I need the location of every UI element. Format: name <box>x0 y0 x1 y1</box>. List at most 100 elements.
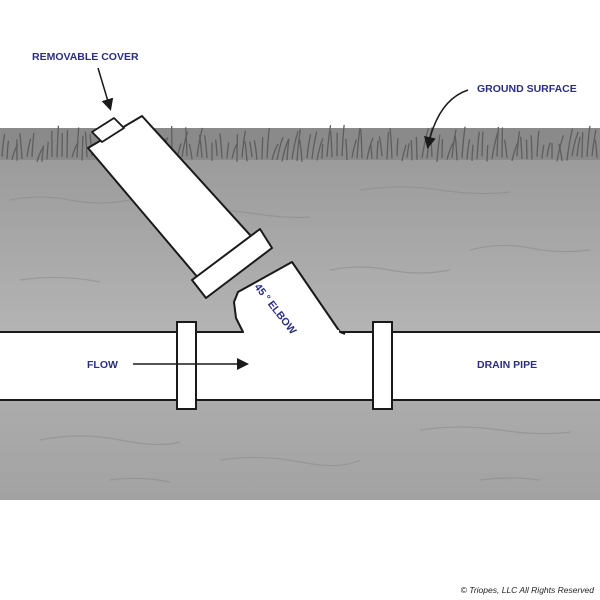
grass-blade <box>1 133 6 157</box>
grass-blade <box>530 135 533 160</box>
grass-blade <box>330 130 333 158</box>
grass-blade <box>486 144 489 162</box>
grass-blade <box>366 137 374 160</box>
grass-blade <box>311 131 318 160</box>
grass-blade <box>299 139 303 162</box>
grass-blade <box>41 145 45 162</box>
grass-blade <box>525 139 528 160</box>
removable-cover-cap <box>91 117 125 143</box>
grass-blade <box>196 127 204 157</box>
grass-blade <box>461 126 466 159</box>
grass-blade <box>81 135 84 161</box>
grass-blade <box>546 142 551 157</box>
grass-blade <box>451 129 457 158</box>
grass-blade <box>281 138 290 162</box>
grass-blade <box>226 142 230 159</box>
grass-blade <box>321 143 324 159</box>
grass-blade <box>271 143 279 161</box>
grass-blade <box>471 144 474 161</box>
grass-blade <box>306 134 312 159</box>
grass-blade <box>219 133 223 159</box>
grass-blade <box>360 129 363 159</box>
grass-blade <box>6 140 10 160</box>
grass-blade <box>266 128 270 159</box>
grass-blade <box>581 132 584 158</box>
grass-blade <box>378 136 383 157</box>
grass-blade <box>591 129 597 157</box>
grass-blade <box>231 144 238 159</box>
grass-blade <box>351 139 358 158</box>
pipe-coupling-right <box>372 321 393 410</box>
grass-blade <box>401 144 407 162</box>
removable-cover-leader <box>97 67 114 111</box>
removable-cover-label: REMOVABLE COVER <box>32 51 139 63</box>
grass-blade <box>410 140 413 161</box>
grass-blade <box>215 139 218 157</box>
ground-surface-leader <box>424 89 469 149</box>
grass-blade <box>76 127 80 158</box>
soil-texture <box>9 186 591 483</box>
grass-blade <box>396 138 399 157</box>
grass-blade <box>203 135 208 159</box>
grass-blade <box>31 132 35 158</box>
grass-blade <box>276 136 284 161</box>
grass-blade <box>441 138 444 158</box>
grass-blade <box>406 142 410 158</box>
grass-blade <box>185 127 188 157</box>
grass-blade <box>181 131 189 158</box>
grass-blade <box>296 129 301 162</box>
grass-blade <box>84 131 88 158</box>
grass-blade <box>341 124 345 157</box>
grass-blade <box>26 138 32 158</box>
copyright-text: © Triopes, LLC All Rights Reserved <box>461 585 595 595</box>
grass-blade <box>446 142 454 160</box>
grass-blade <box>466 139 471 160</box>
grass-blade <box>566 128 574 161</box>
drain-pipe <box>0 331 600 401</box>
grass-blade <box>536 130 540 157</box>
grass-blade <box>253 139 258 160</box>
grass-blade <box>519 136 523 159</box>
grass-blade <box>356 127 361 159</box>
grass-blade <box>571 131 579 157</box>
grass-blade <box>345 138 348 160</box>
grass-blade <box>19 133 23 160</box>
flow-label: FLOW <box>87 359 118 371</box>
grass-blade <box>594 139 598 158</box>
grass-blade <box>496 126 500 157</box>
grass-blade <box>66 130 69 159</box>
grass-blade <box>586 125 591 157</box>
grass-blade <box>241 130 247 158</box>
grass-blade <box>386 131 390 160</box>
grass-blade <box>481 131 484 157</box>
elbow-fitting <box>225 261 346 335</box>
grass-blade <box>286 138 290 161</box>
grass-blade <box>89 134 93 157</box>
grass-blade <box>415 136 418 160</box>
grass-blade <box>454 135 458 161</box>
grass-blade <box>576 136 581 157</box>
drain-pipe-label: DRAIN PIPE <box>477 359 537 371</box>
grass-blade <box>46 141 49 160</box>
grass-blade <box>541 144 545 159</box>
grass-blade <box>316 138 324 161</box>
grass-blade <box>56 125 60 158</box>
grass-blade <box>558 143 563 162</box>
grass-blade <box>369 143 373 159</box>
ground-surface-label: GROUND SURFACE <box>477 83 577 95</box>
grass-blade <box>261 137 264 160</box>
grass-blade <box>476 131 480 160</box>
pipe-coupling-left <box>176 321 197 410</box>
grass-blade <box>389 128 393 159</box>
grass-blade <box>188 143 193 160</box>
grass-blade <box>291 130 299 160</box>
grass-blade <box>436 134 441 162</box>
grass-blade <box>326 124 332 157</box>
grass-blade <box>376 140 379 160</box>
grass-blade <box>244 140 248 162</box>
grass-blade <box>516 131 521 157</box>
elbow-coupling <box>191 228 273 299</box>
grass-blade <box>503 139 508 159</box>
grass-blade <box>198 134 203 158</box>
